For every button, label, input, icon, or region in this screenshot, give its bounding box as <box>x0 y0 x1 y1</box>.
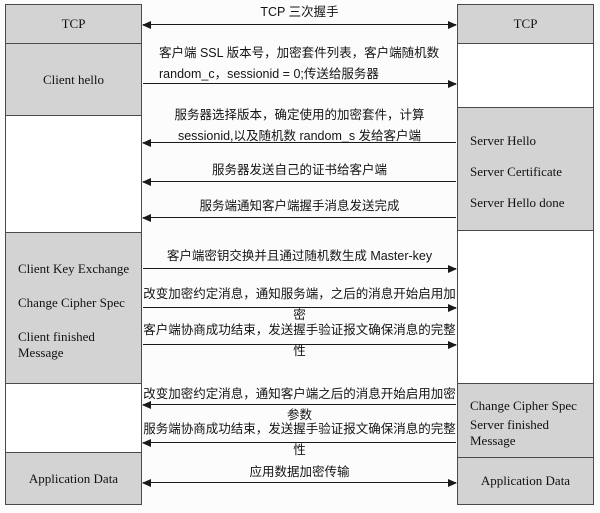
message-label: 服务端协商成功结束，发送握手验证报文确保消息的完整性 <box>143 422 456 457</box>
left-box-tcp: TCP <box>5 4 142 44</box>
box-label: Server finished Message <box>470 417 550 449</box>
arrow-left-icon <box>142 178 457 186</box>
left-box-application-data: Application Data <box>5 452 142 505</box>
right-box-tcp: TCP <box>457 4 594 44</box>
message-label: TCP 三次握手 <box>260 5 339 19</box>
arrow-left-icon <box>142 214 457 222</box>
arrow-both-icon <box>142 21 457 29</box>
box-label: TCP <box>61 16 86 31</box>
box-label: Client finished Message <box>18 329 95 360</box>
box-label: TCP <box>513 16 538 31</box>
arrow-left-icon <box>142 439 457 447</box>
arrow-both-icon <box>142 479 457 487</box>
arrow-right-icon <box>142 341 457 349</box>
box-label: Client hello <box>42 71 105 87</box>
arrow-right-icon <box>142 304 457 312</box>
message-label: 客户端密钥交换并且通过随机数生成 Master-key <box>166 249 433 263</box>
message-label: 服务器选择版本，确定使用的加密套件，计算 sessionid,以及随机数 ran… <box>174 108 425 143</box>
box-label: Client Key Exchange <box>18 261 130 276</box>
arrow-left-icon <box>142 139 457 147</box>
right-box-application-data: Application Data <box>457 457 594 505</box>
left-box-empty-1 <box>5 115 142 233</box>
message-label: 应用数据加密传输 <box>249 465 350 479</box>
box-label: Server Hello <box>470 133 537 148</box>
left-box-empty-2 <box>5 383 142 453</box>
right-box-server-finished: Change Cipher Spec Server finished Messa… <box>457 383 594 458</box>
message-label: 改变加密约定消息，通知客户端之后的消息开始启用加密参数 <box>143 387 456 422</box>
right-box-empty-2 <box>457 230 594 384</box>
right-box-server-hello: Server Hello Server Certificate Server H… <box>457 107 594 231</box>
arrow-right-icon <box>142 265 457 273</box>
box-label: Change Cipher Spec <box>470 397 577 413</box>
message-label: 客户端协商成功结束，发送握手验证报文确保消息的完整性 <box>143 323 456 358</box>
message-label: 服务端通知客户端握手消息发送完成 <box>199 199 400 213</box>
left-box-client-handshake: Client Key Exchange Change Cipher Spec C… <box>5 232 142 384</box>
message-label: 服务器发送自己的证书给客户端 <box>211 163 387 177</box>
box-label: Server Hello done <box>470 195 565 210</box>
box-label: Server Certificate <box>470 164 563 179</box>
box-label: Application Data <box>480 473 571 488</box>
box-label: Application Data <box>28 470 119 486</box>
arrow-left-icon <box>142 401 457 409</box>
box-label: Change Cipher Spec <box>18 295 125 310</box>
right-box-empty-1 <box>457 43 594 108</box>
arrow-right-icon <box>142 80 457 88</box>
message-label: 改变加密约定消息，通知服务端，之后的消息开始启用加密 <box>143 287 456 322</box>
left-box-client-hello: Client hello <box>5 43 142 116</box>
message-label: 客户端 SSL 版本号，加密套件列表，客户端随机数 random_c，sessi… <box>159 46 440 81</box>
